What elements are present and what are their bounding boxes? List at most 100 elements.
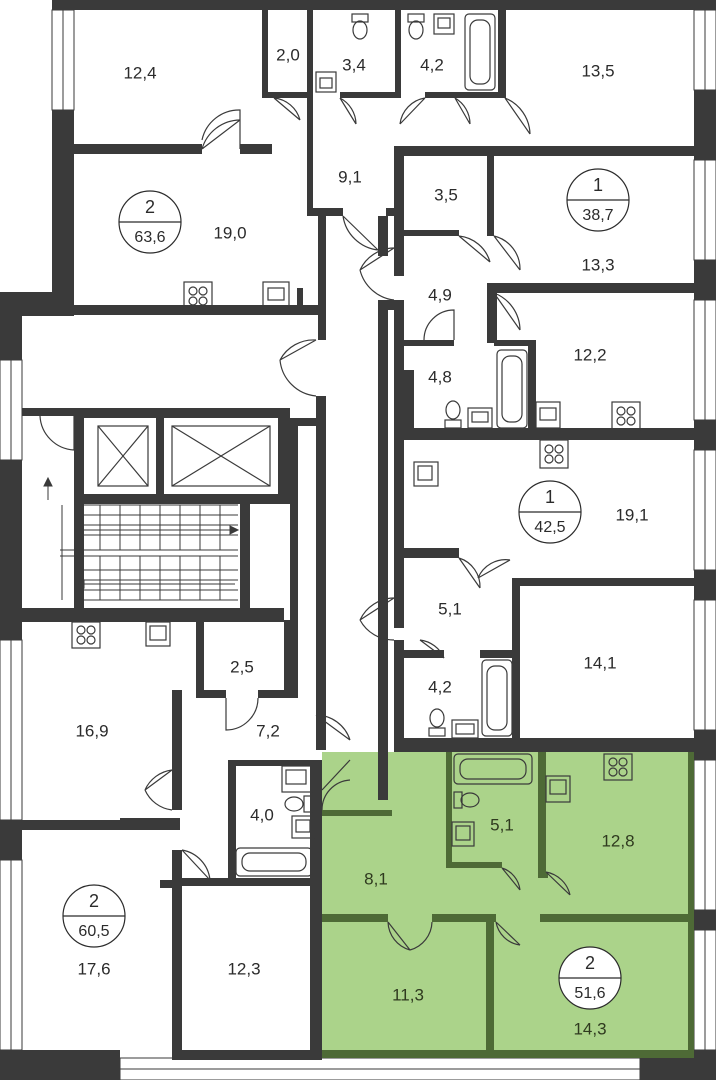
wall [404,230,459,236]
room-area-label: 13,5 [581,61,614,80]
wall [52,0,74,10]
wall [446,752,452,868]
room-area-label: 3,4 [342,55,366,74]
wall [74,144,202,154]
toilet-icon [351,13,369,40]
bathtubs [235,13,533,877]
wall [538,752,546,872]
stoves [71,281,641,781]
wall [322,914,388,922]
wall [694,730,716,760]
sink-icon [451,719,479,739]
wall [307,10,313,208]
door-icon [477,559,511,579]
door-icon [39,415,75,451]
wall [0,820,22,860]
door-icon [399,97,426,125]
apartment-fill [322,752,694,1058]
room-area-label: 12,4 [123,63,156,82]
apartment-badge[interactable]: 1 38,7 [566,168,630,232]
apartment-badge-highlighted[interactable]: 2 51,6 [558,946,622,1010]
wall [395,10,401,98]
wall [394,440,404,550]
wall [394,548,404,628]
apartment-rooms-count: 1 [545,487,555,507]
wall [340,92,395,98]
wall [262,10,268,98]
room-area-label: 4,9 [428,285,452,304]
apartment-rooms-count: 1 [593,175,603,195]
bathtub-icon [235,847,313,877]
room-area-label: 2,0 [276,45,300,64]
wall [307,208,343,216]
sink-icon [291,815,315,839]
door-icon [493,235,521,271]
toilet-icon [444,400,462,429]
wall [297,288,303,308]
wall [240,144,272,154]
door-icon [342,215,379,251]
apartment-total-area: 38,7 [582,207,613,224]
wall [404,548,459,558]
wall [22,820,120,830]
wall [318,216,326,340]
wall [228,760,236,878]
wall [494,283,694,293]
door-icon [359,597,395,641]
door-icon [458,235,491,263]
room-area-label: 11,3 [392,985,424,1004]
bathtub-icon [453,753,533,785]
room-area-label: 5,1 [438,599,462,618]
wall [258,690,298,698]
wall [394,428,694,440]
sink-icon [535,401,561,429]
room-area-label: 9,1 [338,167,362,186]
apartment-badge[interactable]: 2 60,5 [62,884,126,948]
door-icon [315,714,351,741]
door-icon [454,97,471,125]
wall [480,650,516,658]
apartment-badge[interactable]: 1 42,5 [518,480,582,544]
wall [322,1050,694,1058]
wall [316,396,326,750]
wall [290,418,316,426]
wall [487,156,494,236]
sink-icon [433,13,455,35]
wall [290,418,298,698]
toilet-icon [428,708,446,737]
room-area-label: 16,9 [75,721,108,740]
wall [540,914,694,922]
wall [694,260,716,300]
room-area-label: 2,5 [230,657,254,676]
sink-icon [545,775,571,803]
room-area-label: 14,1 [583,653,616,672]
doors[interactable] [39,97,571,951]
wall [694,90,716,160]
wall [640,1058,716,1080]
stove-icon [603,753,633,781]
sink-icon [262,281,290,309]
stove-icon [539,439,569,469]
door-icon [545,871,571,896]
sink-icon [281,765,313,793]
sink-icon [145,621,171,647]
toilet-icon [407,13,425,40]
wall [688,752,694,1058]
room-area-label: 19,0 [213,223,246,242]
wall [182,1050,322,1060]
wall [228,760,316,766]
sinks [145,13,571,847]
apartment-badge[interactable]: 2 63,6 [118,190,182,254]
sink-icon [413,461,439,487]
door-icon [419,639,445,659]
apartment-total-area: 51,6 [574,985,605,1002]
room-area-label: 4,2 [420,55,444,74]
highlighted-apartment[interactable] [322,752,694,1058]
toilet-icon [453,791,480,809]
room-area-label: 3,5 [434,185,458,204]
door-icon [201,119,241,150]
toilet-icon [284,795,313,813]
wall [512,578,694,586]
door-icon [273,97,301,121]
